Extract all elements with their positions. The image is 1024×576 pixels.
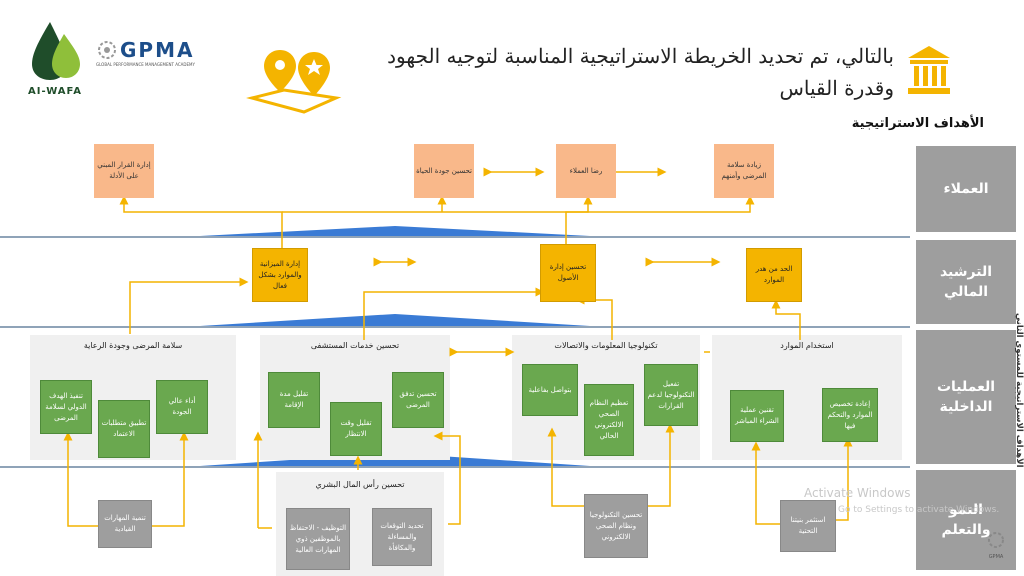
alwafa-text: AI-WAFA — [28, 86, 82, 97]
goal-improve-technology: تحسين التكنولوجيا ونظام الصحي الالكتروني — [584, 494, 648, 558]
map-pins-icon — [244, 46, 344, 116]
goal-budget-management: إدارة الميزانية والموارد بشكل فعال — [252, 248, 308, 302]
goal-asset-management: تحسين إدارة الأصول — [540, 244, 596, 302]
gear-icon — [98, 41, 116, 59]
perspective-internal-line1: العمليات — [936, 379, 996, 395]
perspective-financial-line2: المالي — [943, 284, 989, 300]
goal-evidence-based-decisions: إدارة القرار المبني على الأدلة — [94, 144, 154, 198]
alwafa-logo: AI-WAFA — [20, 20, 90, 100]
perspective-customers: العملاء — [916, 146, 1016, 232]
goal-ehealth-system: تعظيم النظام الصحي الالكتروني الحالي — [584, 384, 634, 456]
goal-expectations-accountability: تحديد التوقعات والمساءلة والمكافأة — [372, 508, 432, 566]
goal-accreditation: تطبيق متطلبات الاعتماد — [98, 400, 150, 458]
goal-high-quality: أداء عالي الجودة — [156, 380, 208, 434]
activate-windows-watermark: Activate Windows — [804, 486, 911, 500]
goal-ipsg-implementation: تنفيذ الهدف الدولي لسلامة المرضى — [40, 380, 92, 434]
bank-icon — [906, 44, 952, 98]
perspective-customers-text: العملاء — [943, 181, 989, 197]
goal-decision-tech: تفعيل التكنولوجيا لدعم القرارات — [644, 364, 698, 426]
panel-title: تحسين رأس المال البشري — [315, 480, 405, 489]
panel-title: استخدام الموارد — [780, 341, 834, 350]
perspective-learning-line2: والتعلم — [941, 522, 991, 538]
panel-title: تحسين خدمات المستشفى — [310, 341, 400, 350]
goal-customer-satisfaction: رضا العملاء — [556, 144, 616, 198]
goal-communicate: بتواصل بفاعلية — [522, 364, 578, 416]
goal-direct-purchase: تقنين عملية الشراء المباشر — [730, 390, 784, 442]
activate-windows-hint: Go to Settings to activate Windows. — [838, 505, 1000, 515]
perspective-learning: النمو والتعلم — [916, 470, 1016, 570]
perspective-financial-line1: الترشيد — [939, 264, 993, 280]
perspective-learning-line1: النمو — [949, 502, 983, 518]
goal-infrastructure: استثمر بنيتنا التحتية — [780, 500, 836, 552]
corner-logo-text: GPMA — [988, 554, 1004, 560]
goal-patient-flow: تحسين تدفق المرضى — [392, 372, 444, 428]
perspective-internal: العمليات الداخلية — [916, 330, 1016, 464]
gpma-tagline: GLOBAL PERFORMANCE MANAGEMENT ACADEMY — [96, 62, 195, 67]
goal-reduce-waste: الحد من هدر الموارد — [746, 248, 802, 302]
goal-recruit-retain: التوظيف - الاحتفاظ بالموظفين ذوي المهارا… — [286, 508, 350, 570]
goal-patient-safety: زيادة سلامة المرضى وأمنهم — [714, 144, 774, 198]
perspective-internal-line2: الداخلية — [939, 399, 993, 415]
goal-leadership-skills: تنمية المهارات القيادية — [98, 500, 152, 548]
separator-line — [0, 236, 910, 238]
panel-title: تكنولوجيا المعلومات والاتصالات — [554, 341, 658, 350]
gear-icon — [988, 532, 1004, 548]
side-caption: الأهداف الاستراتيجية للمستوى الثاني — [1014, 312, 1024, 468]
goal-resource-allocation: إعادة تخصيص الموارد والتحكم فيها — [822, 388, 878, 442]
page-title: بالتالي، تم تحديد الخريطة الاستراتيجية ا… — [387, 44, 894, 100]
corner-logo: GPMA — [982, 530, 1010, 570]
goal-reduce-stay: تقليل مدة الإقامة — [268, 372, 320, 428]
gpma-logo: GPMA GLOBAL PERFORMANCE MANAGEMENT ACADE… — [96, 38, 216, 68]
goal-reduce-wait: تقليل وقت الانتظار — [330, 402, 382, 456]
separator-line — [0, 326, 910, 328]
strategic-goals-label: الأهداف الاستراتيجية — [851, 116, 984, 131]
perspective-financial: الترشيد المالي — [916, 240, 1016, 324]
panel-title: سلامة المرضى وجودة الرعاية — [83, 341, 183, 350]
gpma-text: GPMA — [120, 38, 195, 62]
goal-quality-of-life: تحسين جودة الحياة — [414, 144, 474, 198]
drops-icon — [32, 22, 80, 80]
separator-line — [0, 466, 910, 468]
